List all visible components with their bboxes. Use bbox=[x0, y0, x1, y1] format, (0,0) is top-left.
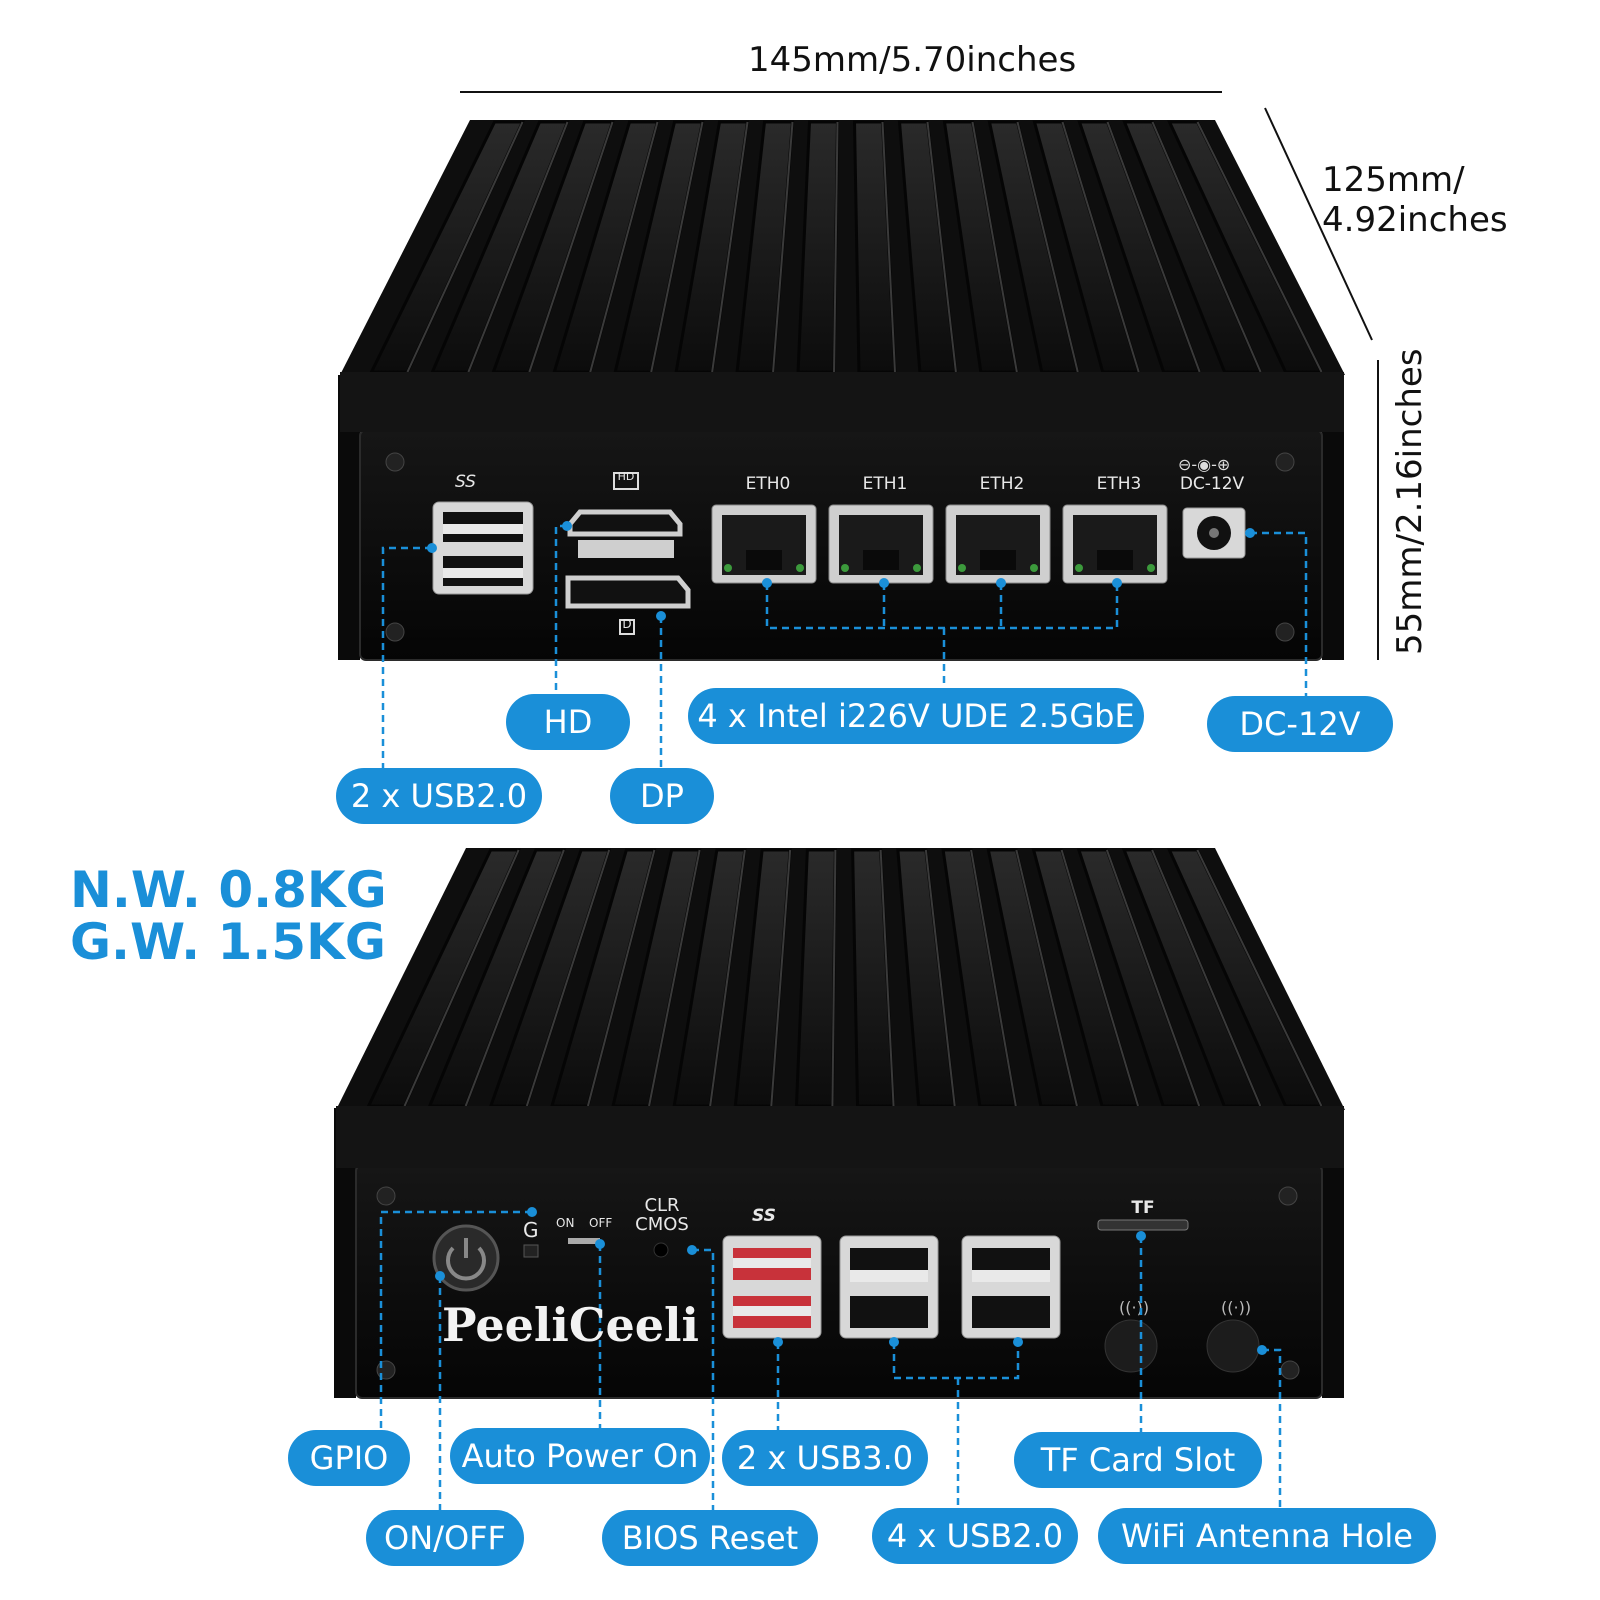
rear-leader-lines bbox=[379, 1210, 1282, 1512]
callout-usb3: 2 x USB3.0 bbox=[722, 1430, 928, 1486]
net-weight: N.W. 0.8KG bbox=[70, 861, 387, 919]
callout-wifi-antenna-hole: WiFi Antenna Hole bbox=[1098, 1508, 1436, 1564]
depth-dimension-label-line1: 125mm/ bbox=[1322, 160, 1465, 200]
callout-bios-reset: BIOS Reset bbox=[602, 1510, 818, 1566]
depth-dimension-line bbox=[1264, 107, 1373, 341]
eth2-label: ETH2 bbox=[979, 474, 1025, 494]
gross-weight: G.W. 1.5KG bbox=[70, 913, 386, 971]
switch-on-label: ON bbox=[556, 1216, 575, 1230]
hdmi-logo-label: HD bbox=[617, 470, 635, 483]
callout-dp: DP bbox=[610, 768, 714, 824]
width-dimension-label: 145mm/5.70inches bbox=[748, 40, 1077, 80]
tf-label: TF bbox=[1131, 1198, 1155, 1218]
dc-input-label: DC-12V bbox=[1179, 474, 1245, 494]
front-leader-dots bbox=[427, 521, 1255, 621]
eth0-label: ETH0 bbox=[745, 474, 791, 494]
front-device: ⊖-◉-⊕ bbox=[338, 120, 1345, 661]
eth3-label: ETH3 bbox=[1096, 474, 1142, 494]
rear-leader-dots bbox=[435, 1207, 1267, 1355]
height-dimension-label: 55mm/2.16inches bbox=[1390, 348, 1430, 655]
svg-text:((·)): ((·)) bbox=[1221, 1298, 1251, 1317]
svg-text:((·)): ((·)) bbox=[1119, 1298, 1149, 1317]
switch-off-label: OFF bbox=[589, 1216, 613, 1230]
dp-logo-label: D bbox=[622, 617, 632, 631]
callout-usb2: 2 x USB2.0 bbox=[336, 768, 542, 824]
brand-logo-text: PeeliCeeli bbox=[442, 1298, 699, 1352]
clr-label: CLR bbox=[644, 1195, 680, 1216]
rear-device: ((·)) ((·)) bbox=[334, 848, 1345, 1399]
callout-on-off: ON/OFF bbox=[366, 1510, 524, 1566]
callout-gpio: GPIO bbox=[288, 1430, 410, 1486]
cmos-label: CMOS bbox=[635, 1214, 689, 1235]
front-leader-lines bbox=[381, 524, 1308, 768]
callout-auto-power-on: Auto Power On bbox=[450, 1428, 710, 1484]
eth1-label: ETH1 bbox=[862, 474, 908, 494]
callout-tf-card-slot: TF Card Slot bbox=[1014, 1432, 1262, 1488]
usb3-logo-label: SS bbox=[455, 472, 476, 492]
callout-lan: 4 x Intel i226V UDE 2.5GbE bbox=[688, 688, 1144, 744]
usb3-rear-logo-label: SS bbox=[752, 1206, 776, 1226]
depth-dimension-label-line2: 4.92inches bbox=[1322, 200, 1508, 240]
gpio-g-label: G bbox=[523, 1218, 539, 1242]
callout-hd: HD bbox=[506, 694, 630, 750]
callout-dc: DC-12V bbox=[1207, 696, 1393, 752]
callout-usb2-rear: 4 x USB2.0 bbox=[872, 1508, 1078, 1564]
svg-text:⊖-◉-⊕: ⊖-◉-⊕ bbox=[1178, 455, 1230, 474]
